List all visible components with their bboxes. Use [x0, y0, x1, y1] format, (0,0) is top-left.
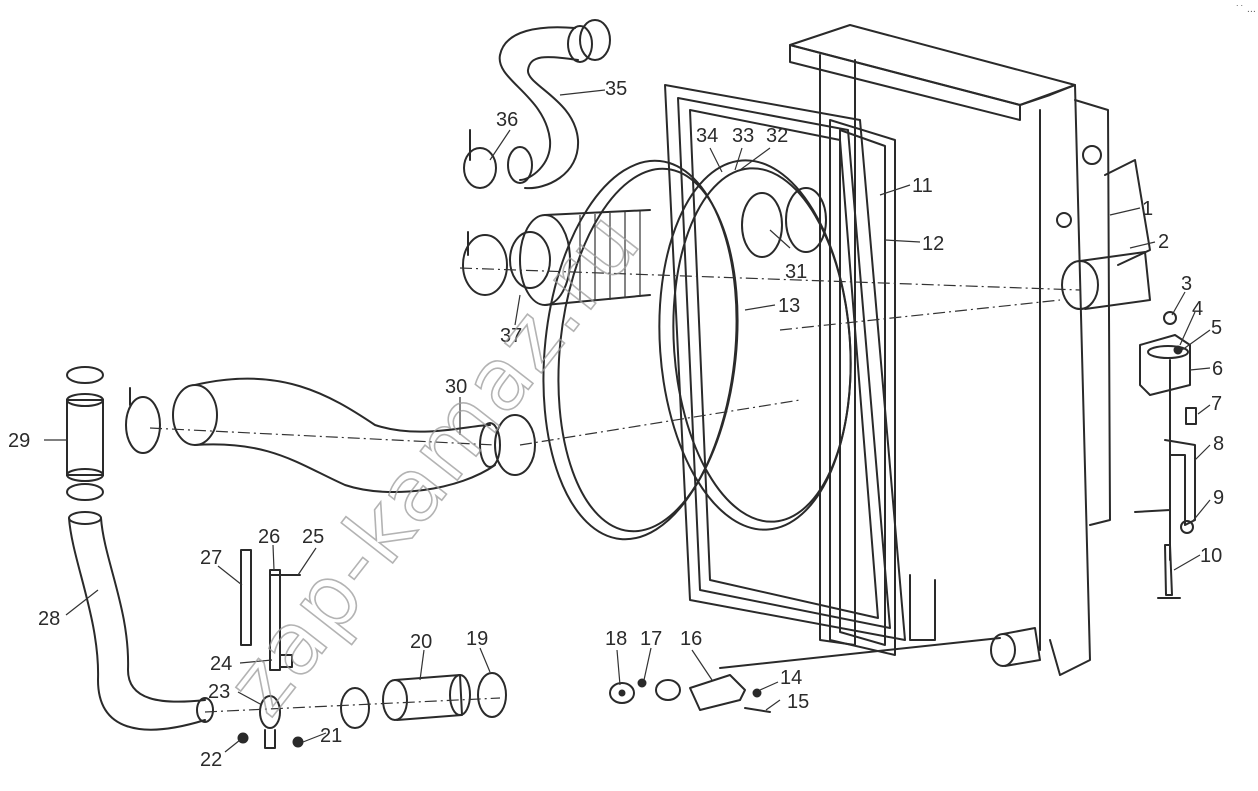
label-20: 20: [410, 631, 432, 653]
label-35: 35: [605, 78, 627, 100]
label-3: 3: [1181, 273, 1192, 295]
label-27: 27: [200, 547, 222, 569]
label-26: 26: [258, 526, 280, 548]
label-37: 37: [500, 325, 522, 347]
radiator-core-panel: [829, 119, 896, 656]
label-12: 12: [922, 233, 944, 255]
label-29: 29: [8, 430, 30, 452]
label-15: 15: [787, 691, 809, 713]
corrugated-fan-tube: [519, 209, 651, 306]
label-17: 17: [640, 628, 662, 650]
label-31: 31: [785, 261, 807, 283]
label-19: 19: [466, 628, 488, 650]
label-10: 10: [1200, 545, 1222, 567]
label-11: 11: [912, 175, 933, 197]
label-13: 13: [778, 295, 800, 317]
watermark: zap-kamaz.ru: [208, 193, 661, 733]
label-14: 14: [780, 667, 802, 689]
label-4: 4: [1192, 298, 1203, 320]
label-25: 25: [302, 526, 324, 548]
radiator-outlet-pipe: [1061, 159, 1151, 310]
label-33: 33: [732, 125, 754, 147]
label-1: 1: [1142, 198, 1153, 220]
fan-shroud-frame: [664, 84, 906, 641]
mounting-bracket-assembly: [1134, 311, 1197, 599]
label-5: 5: [1211, 317, 1222, 339]
label-36: 36: [496, 109, 518, 131]
part-number-labels: 1 2 3 4 5 6 7 8 9 10 11 12 13 14 15 16 1…: [8, 78, 1224, 771]
intercooler-hose: [125, 377, 536, 494]
center-lines: [149, 267, 1081, 713]
label-16: 16: [680, 628, 702, 650]
bottom-mount-parts: [609, 637, 1001, 713]
upper-hose-assembly: [463, 19, 611, 190]
label-21: 21: [320, 725, 342, 747]
label-2: 2: [1158, 231, 1169, 253]
label-18: 18: [605, 628, 627, 650]
label-23: 23: [208, 681, 230, 703]
label-24: 24: [210, 653, 232, 675]
corner-mark: ˙˙ …: [1235, 5, 1256, 15]
radiator-drain-pipe: [990, 627, 1041, 667]
label-30: 30: [445, 376, 467, 398]
leader-lines: [44, 89, 1211, 753]
label-8: 8: [1213, 433, 1224, 455]
label-7: 7: [1211, 393, 1222, 415]
label-6: 6: [1212, 358, 1223, 380]
left-pipe-assembly: [66, 366, 214, 731]
label-22: 22: [200, 749, 222, 771]
label-9: 9: [1213, 487, 1224, 509]
sleeve-rings: [741, 187, 827, 258]
label-34: 34: [696, 125, 718, 147]
mid-clamp-assembly: [462, 231, 551, 296]
label-28: 28: [38, 608, 60, 630]
label-32: 32: [766, 125, 788, 147]
fan-shroud-ring: [542, 159, 852, 541]
